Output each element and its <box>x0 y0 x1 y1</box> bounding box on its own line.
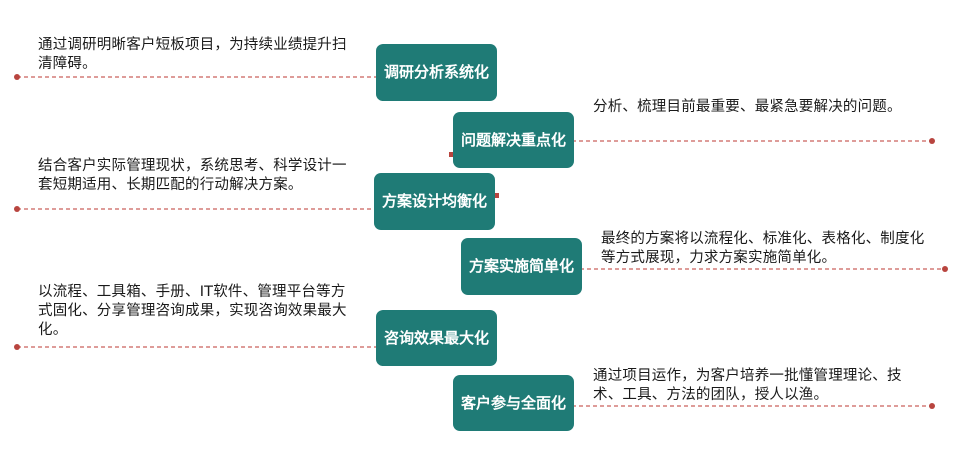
connector-dot-3 <box>14 206 20 212</box>
step-title: 调研分析系统化 <box>384 63 490 81</box>
step-description-1: 通过调研明晰客户短板项目，为持续业绩提升扫清障碍。 <box>38 37 347 72</box>
connector-dot-6 <box>929 403 935 409</box>
step-box-problem-solving: 问题解决重点化 <box>453 112 574 168</box>
step-box-research-analysis: 调研分析系统化 <box>376 44 497 101</box>
step-title: 问题解决重点化 <box>461 130 567 149</box>
step-description-4: 最终的方案将以流程化、标准化、表格化、制度化等方式展现，力求方案实施简单化。 <box>601 231 925 266</box>
step-box-solution-implementation: 方案实施简单化 <box>461 238 582 295</box>
connector-dot-5 <box>14 344 20 350</box>
connector-dot-4 <box>942 266 948 272</box>
step-title: 方案实施简单化 <box>469 257 575 275</box>
step-description-6: 通过项目运作，为客户培养一批懂管理理论、技术、工具、方法的团队，授人以渔。 <box>593 368 902 403</box>
step-box-consulting-effect: 咨询效果最大化 <box>376 310 497 366</box>
step-title: 客户参与全面化 <box>461 393 567 412</box>
connector-dot-2 <box>929 138 935 144</box>
step-description-3: 结合客户实际管理现状，系统思考、科学设计一套短期适用、长期匹配的行动解决方案。 <box>38 158 347 193</box>
step-description-5: 以流程、工具箱、手册、IT软件、管理平台等方式固化、分享管理咨询成果，实现咨询效… <box>38 284 347 338</box>
step-title: 方案设计均衡化 <box>382 192 488 210</box>
step-title: 咨询效果最大化 <box>384 328 490 347</box>
step-box-solution-design: 方案设计均衡化 <box>374 173 495 230</box>
step-box-client-participation: 客户参与全面化 <box>453 375 574 431</box>
connector-dot-1 <box>14 74 20 80</box>
step-description-2: 分析、梳理目前最重要、最紧急要解决的问题。 <box>593 99 902 115</box>
